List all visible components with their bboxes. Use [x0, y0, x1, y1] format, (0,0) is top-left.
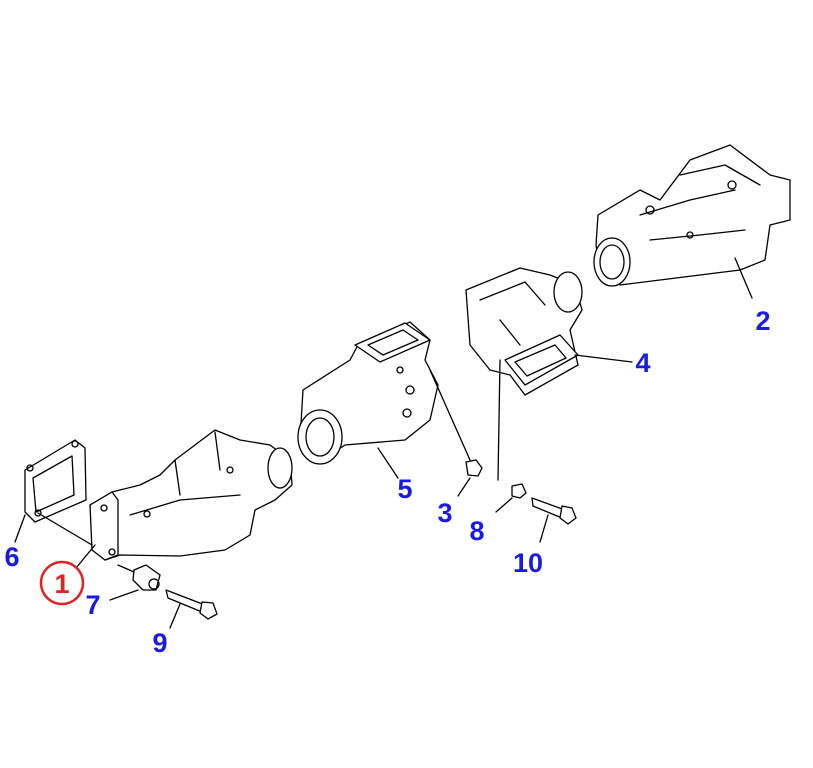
callout-2[interactable]: 2 [755, 306, 770, 336]
part-1-manifold-front[interactable] [75, 429, 293, 569]
callout-5[interactable]: 5 [397, 474, 412, 504]
part-8-bolt[interactable] [495, 483, 527, 513]
callout-9[interactable]: 9 [152, 628, 167, 658]
part-4-elbow[interactable] [465, 267, 633, 481]
part-5-center-section[interactable] [297, 321, 471, 479]
callout-4[interactable]: 4 [635, 348, 650, 378]
highlight-circle-1 [39, 560, 85, 606]
part-6-gasket[interactable] [14, 439, 93, 546]
part-3-bolt[interactable] [457, 459, 483, 497]
callout-7[interactable]: 7 [85, 590, 100, 620]
callout-1[interactable]: 1 [54, 569, 69, 599]
callout-10[interactable]: 10 [513, 548, 543, 578]
part-10-bolt[interactable] [531, 497, 577, 543]
part-7-sleeve[interactable] [109, 564, 161, 601]
part-9-bolt[interactable] [165, 589, 218, 629]
callout-8[interactable]: 8 [469, 516, 484, 546]
callout-3[interactable]: 3 [437, 498, 452, 528]
part-2-manifold-rear[interactable] [593, 144, 791, 299]
callout-6[interactable]: 6 [4, 542, 19, 572]
